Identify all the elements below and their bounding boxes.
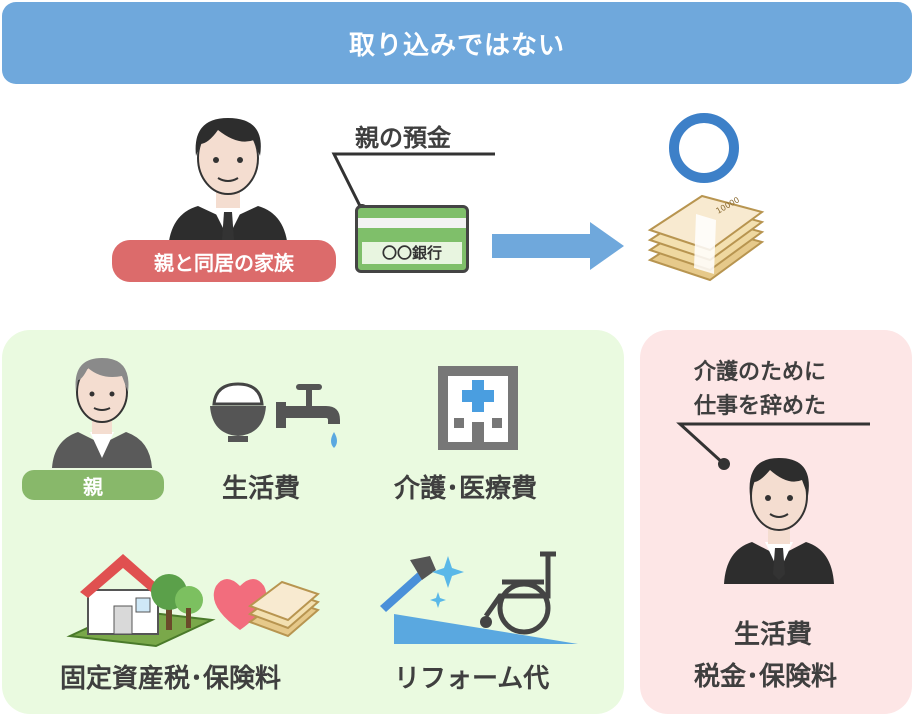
caregiver-cost-line1: 生活費 [734, 620, 813, 650]
ok-mark-icon [669, 113, 739, 183]
deposit-label: 親の預金 [355, 124, 451, 152]
parent-label: 親 [22, 470, 164, 500]
header-bar: 取り込みではない [2, 2, 912, 84]
caregiver-man-icon [724, 458, 834, 584]
caregiver-speech-line2: 仕事を辞めた [694, 394, 827, 419]
tools-icon [380, 556, 464, 612]
bank-card-text: 〇〇銀行 [362, 242, 462, 264]
house-icon [66, 554, 216, 648]
arrow-icon [492, 222, 624, 270]
care-medical-label: 介護･医療費 [394, 474, 538, 504]
family-label: 親と同居の家族 [112, 240, 336, 282]
money-stack-icon: 10000 [647, 194, 765, 282]
faucet-icon [276, 384, 340, 448]
property-tax-label: 固定資産税･保険料 [60, 664, 282, 694]
caregiver-cost-line2: 税金･保険料 [694, 662, 838, 692]
bank-card-icon: 〇〇銀行 [355, 205, 469, 273]
hospital-icon [438, 366, 518, 450]
heart-money-icon [213, 579, 320, 638]
living-cost-label: 生活費 [222, 474, 301, 504]
reform-label: リフォーム代 [394, 664, 550, 694]
man-icon [168, 118, 288, 250]
caregiver-leader-line [676, 422, 870, 470]
caregiver-speech-line1: 介護のために [694, 360, 827, 385]
parent-icon [52, 358, 152, 468]
wheelchair-icon [394, 551, 578, 644]
rice-bowl-icon [210, 382, 266, 442]
page-title: 取り込みではない [348, 30, 565, 61]
